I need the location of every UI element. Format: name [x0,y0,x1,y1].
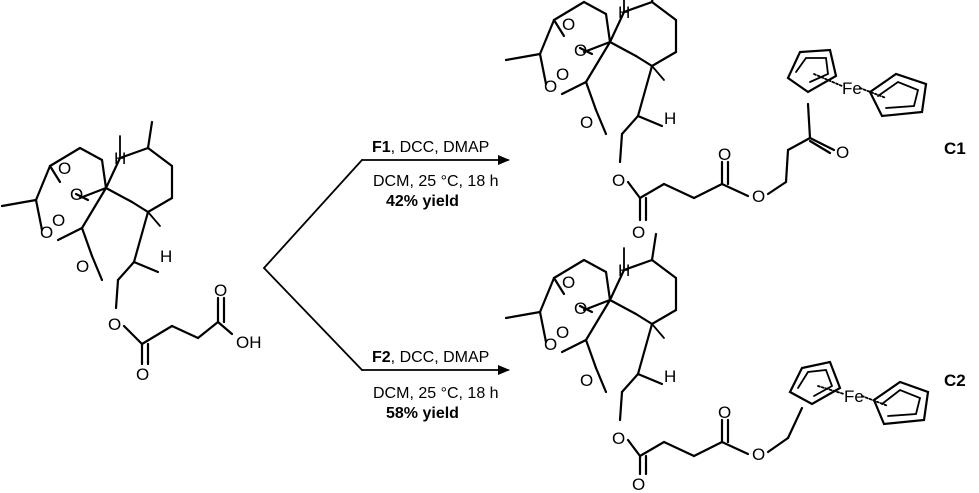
atom-o: O [52,211,65,230]
atom-o: O [632,223,645,242]
atom-fe: Fe [842,79,862,98]
atom-o: O [580,113,593,132]
atom-o: O [574,41,587,60]
atom-o: O [752,187,765,206]
atom-o: O [544,77,557,96]
atom-o: O [580,371,593,390]
starting-material: O O O O O H H O O O OH [0,120,262,384]
reaction-arrows [263,155,510,375]
product-label-c1: C1 [944,139,966,158]
reagents-rest: , DCC, DMAP [391,349,490,366]
atom-h: H [114,149,126,168]
yield-text: 42% yield [386,193,459,210]
atom-h: H [160,247,172,266]
atom-o: O [70,185,83,204]
product-c1: O O O O O H H O O O O O Fe [504,0,966,242]
atom-o: O [76,257,89,276]
atom-o: O [108,315,121,334]
svg-text:F1, DCC, DMAP: F1, DCC, DMAP [372,139,489,156]
ferrocene-c2: Fe [788,360,930,426]
atom-o: O [632,475,645,493]
atom-o: O [718,403,731,422]
atom-fe: Fe [844,387,864,406]
atom-o: O [556,323,569,342]
atom-o: O [612,171,625,190]
atom-o: O [562,273,575,292]
atom-o: O [562,15,575,34]
reagent-f1: F1 [372,139,391,156]
atom-o: O [718,145,731,164]
atom-h: H [618,3,630,22]
conditions-text: DCM, 25 °C, 18 h [373,173,499,190]
atom-oh: OH [236,333,262,352]
conditions-top: F1, DCC, DMAP DCM, 25 °C, 18 h 42% yield [372,139,499,210]
atom-h: H [664,367,676,386]
reagent-f2: F2 [372,349,391,366]
svg-text:F2, DCC, DMAP: F2, DCC, DMAP [372,349,489,366]
atom-o: O [58,159,71,178]
atom-o: O [836,143,849,162]
atom-o: O [752,445,765,464]
atom-o: O [136,365,149,384]
atom-h: H [618,261,630,280]
atom-o: O [574,299,587,318]
atom-h: H [664,109,676,128]
reagents-rest: , DCC, DMAP [391,139,490,156]
yield-text: 58% yield [386,405,459,422]
conditions-bottom: F2, DCC, DMAP DCM, 25 °C, 18 h 58% yield [372,349,499,422]
product-label-c2: C2 [944,371,966,390]
conditions-text: DCM, 25 °C, 18 h [373,385,499,402]
ferrocene-c1: Fe [786,48,928,118]
product-c2: O O O O O H H O O O O Fe C2 [504,232,966,493]
atom-o: O [612,429,625,448]
atom-o: O [214,281,227,300]
atom-o: O [544,335,557,354]
atom-o: O [40,223,53,242]
atom-o: O [556,65,569,84]
